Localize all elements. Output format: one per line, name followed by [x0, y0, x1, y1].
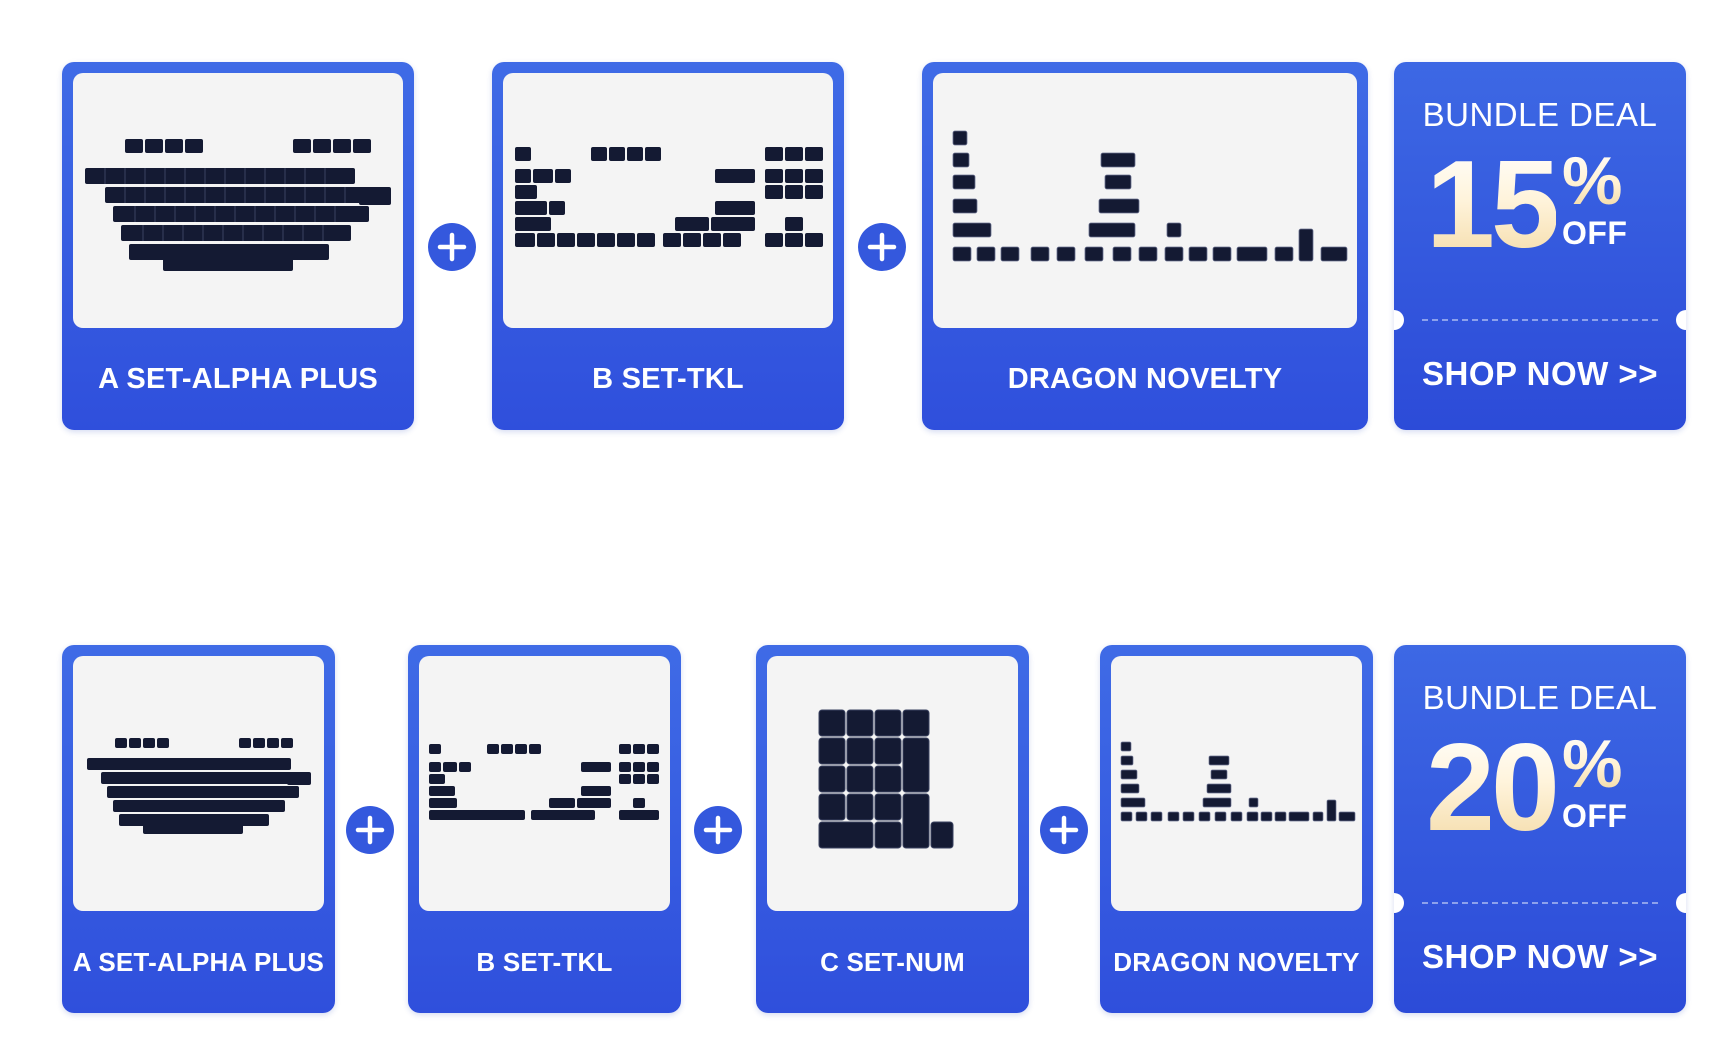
keycap-novelty-set-image — [1120, 741, 1356, 822]
deal-percent-sign: % — [1562, 729, 1627, 799]
deal-off-label: OFF — [1561, 798, 1628, 834]
ticket-notch — [1394, 310, 1404, 330]
ticket-divider — [1422, 319, 1658, 321]
deal-title: BUNDLE DEAL — [1422, 96, 1658, 133]
deal-title: BUNDLE DEAL — [1422, 679, 1658, 716]
keycap-numpad-set-image — [818, 709, 954, 849]
plus-icon — [1040, 806, 1088, 854]
product-card-tkl[interactable]: B SET-TKL — [408, 645, 681, 1013]
keycap-tkl-set-image — [429, 744, 659, 820]
bundle-row-2: A SET-ALPHA PLUS — [0, 645, 1734, 1015]
product-card-label: DRAGON NOVELTY — [1007, 362, 1283, 395]
shop-now-button[interactable]: SHOP NOW >> — [1422, 355, 1658, 392]
product-image-numpad-set — [767, 656, 1018, 911]
ticket-notch — [1394, 893, 1404, 913]
product-card-tkl[interactable]: B SET-TKL — [492, 62, 844, 430]
plus-icon — [694, 806, 742, 854]
keycap-alpha-set-image — [87, 738, 311, 834]
deal-discount-number: 15 — [1426, 136, 1560, 274]
product-card-dragon-novelty[interactable]: DRAGON NOVELTY — [1100, 645, 1373, 1013]
product-card-alpha-plus[interactable]: A SET-ALPHA PLUS — [62, 645, 335, 1013]
deal-off-label: OFF — [1561, 215, 1628, 251]
product-card-label: B SET-TKL — [592, 362, 744, 395]
bundle-deal-20-shop-card[interactable]: BUNDLE DEAL 20 % OFF SHOP NOW >> — [1394, 645, 1686, 1013]
plus-icon — [858, 223, 906, 271]
product-card-label: A SET-ALPHA PLUS — [98, 362, 378, 395]
product-card-num[interactable]: C SET-NUM — [756, 645, 1029, 1013]
product-card-label: DRAGON NOVELTY — [1113, 946, 1360, 977]
plus-icon — [346, 806, 394, 854]
keycap-alpha-set-image — [85, 139, 391, 271]
deal-discount: 15 % OFF — [1426, 140, 1627, 270]
deal-discount: 20 % OFF — [1426, 723, 1627, 853]
ticket-notch — [1676, 310, 1686, 330]
product-image-novelty-set — [933, 73, 1357, 328]
bundle-deal-15-shop-card[interactable]: BUNDLE DEAL 15 % OFF SHOP NOW >> — [1394, 62, 1686, 430]
keycap-novelty-set-image — [952, 130, 1348, 262]
keycap-tkl-set-image — [515, 147, 823, 247]
shop-now-button[interactable]: SHOP NOW >> — [1422, 938, 1658, 975]
product-card-label: B SET-TKL — [476, 946, 613, 977]
product-image-tkl-set — [503, 73, 833, 328]
product-image-alpha-set — [73, 73, 403, 328]
product-card-label: C SET-NUM — [820, 946, 965, 977]
deal-percent-sign: % — [1562, 146, 1627, 216]
bundle-row-1: A SET-ALPHA PLUS — [0, 62, 1734, 432]
product-card-dragon-novelty[interactable]: DRAGON NOVELTY — [922, 62, 1368, 430]
product-card-alpha-plus[interactable]: A SET-ALPHA PLUS — [62, 62, 414, 430]
deal-discount-number: 20 — [1426, 719, 1560, 857]
product-card-label: A SET-ALPHA PLUS — [72, 946, 325, 977]
product-image-novelty-set — [1111, 656, 1362, 911]
ticket-notch — [1676, 893, 1686, 913]
product-image-tkl-set — [419, 656, 670, 911]
ticket-divider — [1422, 902, 1658, 904]
plus-icon — [428, 223, 476, 271]
product-image-alpha-set — [73, 656, 324, 911]
